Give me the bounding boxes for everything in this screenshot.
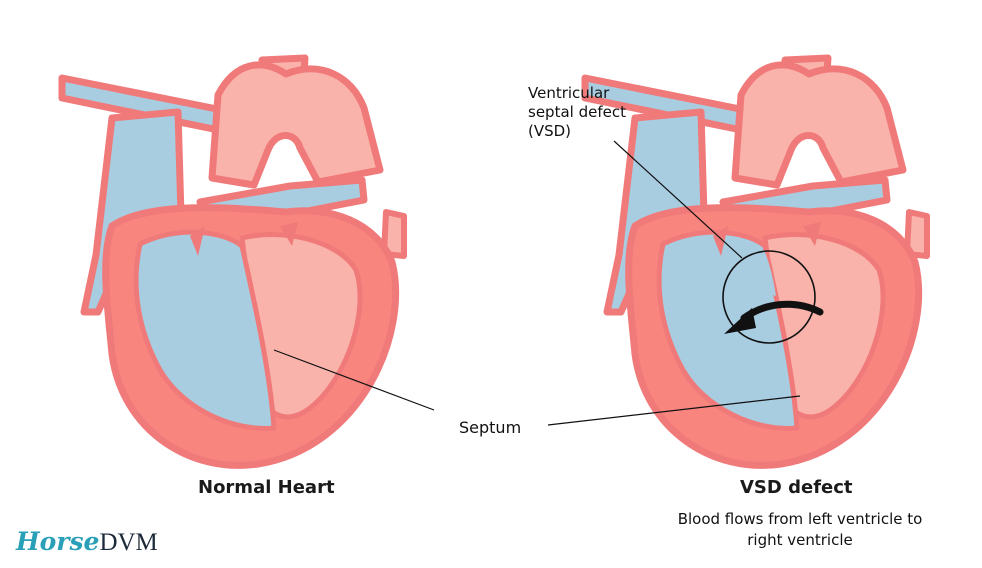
vsd-septal-gap xyxy=(752,250,776,296)
normal-heart-shape xyxy=(62,58,404,465)
logo-horse-text: Horse xyxy=(16,527,100,556)
vsd-defect-caption: VSD defect xyxy=(740,477,853,498)
vsd-callout-label: Ventricular septal defect (VSD) xyxy=(528,84,626,140)
septum-line-left xyxy=(273,349,435,411)
logo-dvm-text: DVM xyxy=(99,529,158,556)
normal-heart-caption: Normal Heart xyxy=(198,477,335,498)
septum-label: Septum xyxy=(459,418,522,437)
septum-line-right xyxy=(547,395,801,426)
vsd-heart-shape xyxy=(585,58,927,465)
vsd-callout-line xyxy=(613,140,743,259)
horsedvm-logo: HorseDVM xyxy=(16,527,158,558)
shunt-flow-arrowhead xyxy=(724,308,756,334)
vsd-heart-illustration xyxy=(585,58,927,465)
vsd-highlight-circle xyxy=(722,250,816,344)
vsd-defect-subcaption: Blood flows from left ventricle to right… xyxy=(677,510,923,549)
normal-heart-illustration xyxy=(62,58,404,465)
